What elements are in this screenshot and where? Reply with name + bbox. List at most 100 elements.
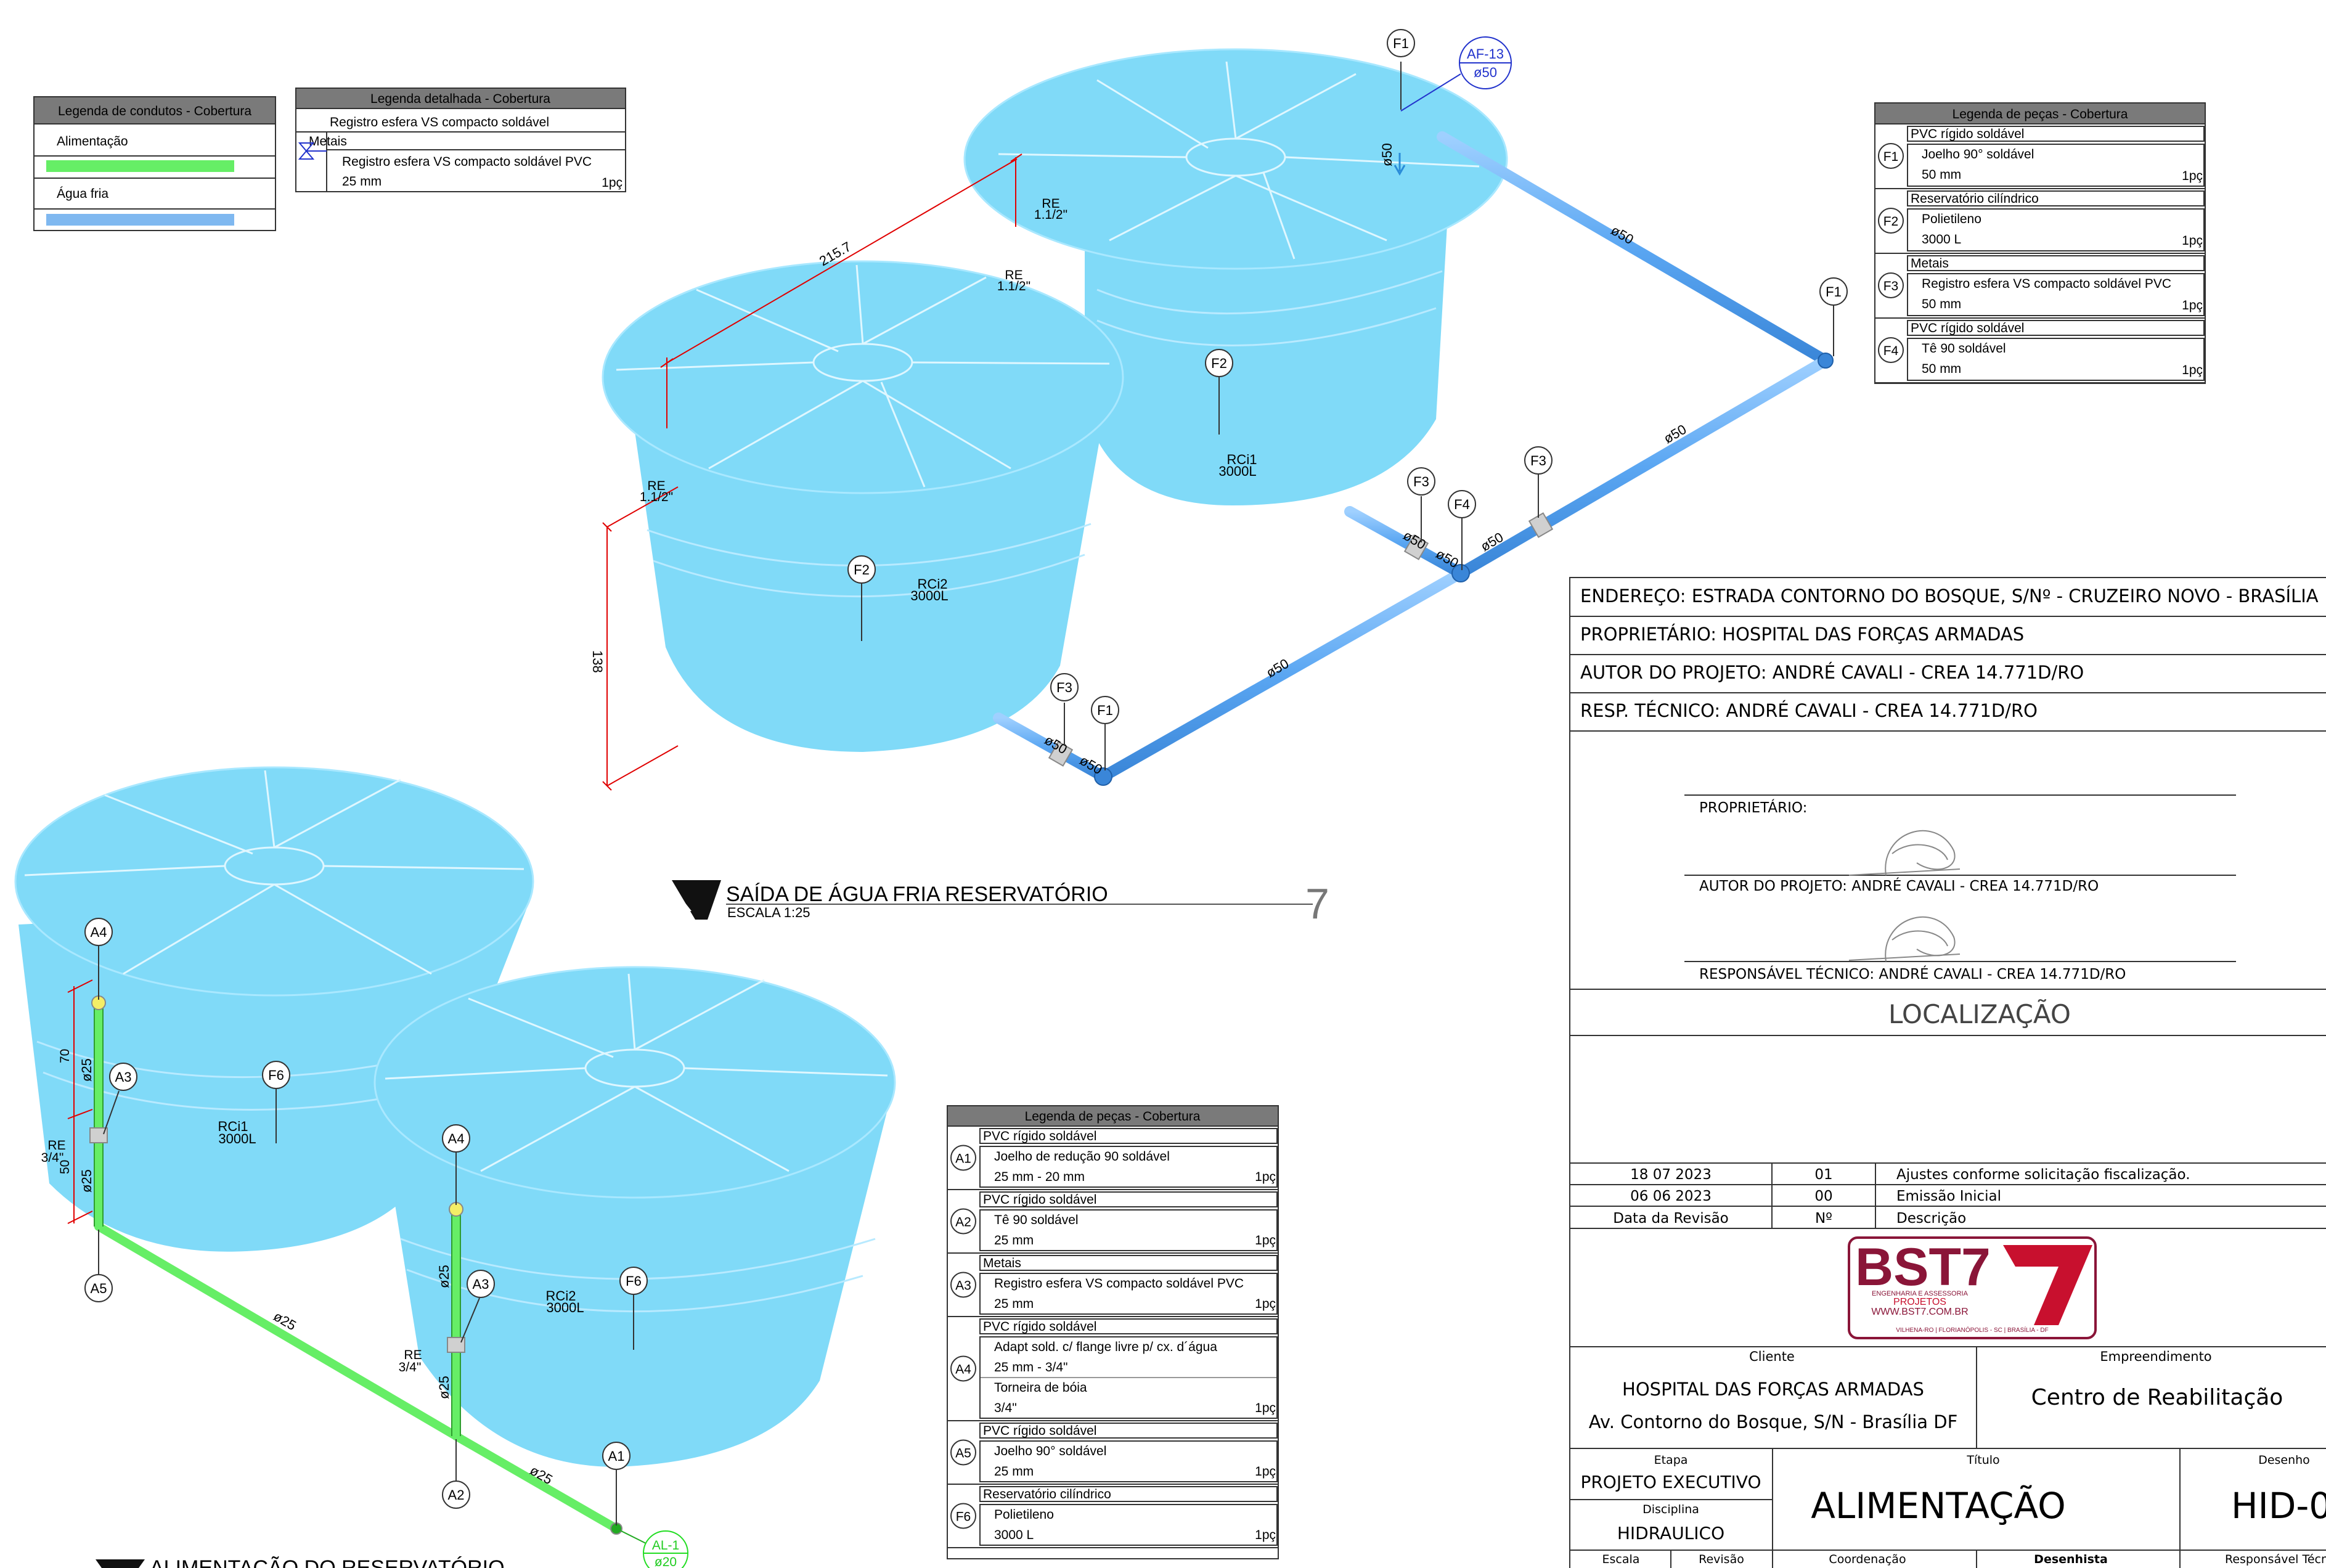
- part-line: 3/4": [994, 1401, 1017, 1415]
- re-size: 1.1/2": [1034, 208, 1067, 222]
- revisao-label: Revisão: [1699, 1553, 1744, 1566]
- part-tag-circle: [950, 1145, 976, 1171]
- rev-header-num: Nº: [1815, 1211, 1832, 1227]
- part-tag-circle: [1878, 208, 1904, 234]
- legend-swatch-agua-fria: [46, 214, 234, 226]
- dimension-lines-top: [602, 153, 1022, 791]
- part-line: Torneira de bóia: [994, 1381, 1087, 1395]
- part-qty: 1pç: [1255, 1528, 1276, 1542]
- part-group: Metais: [983, 1256, 1021, 1270]
- part-line: 25 mm: [994, 1233, 1034, 1247]
- rev-num: 00: [1814, 1188, 1832, 1204]
- re-labels-bottom: RE 3/4" RE 3/4": [41, 1138, 422, 1374]
- tb-localizacao: LOCALIZAÇÃO: [1888, 998, 2071, 1029]
- legend-conduits: Legenda de condutos - Cobertura Alimenta…: [33, 96, 276, 231]
- part-desc: Registro esfera VS compacto soldável PVC: [1922, 277, 2171, 291]
- signature-icon: [1848, 916, 1961, 962]
- part-line: Joelho de redução 90 soldável: [994, 1149, 1170, 1164]
- part-tag-circle: [1878, 337, 1904, 363]
- callout-tags-bottom: A4 A3 A5 F6 A4 A3 A2 F6 A1: [84, 918, 648, 1525]
- part-tag: F2: [1883, 214, 1899, 229]
- part-line: 25 mm - 3/4": [994, 1360, 1068, 1374]
- cold-water-piping-top: [993, 131, 1831, 782]
- legend-detailed-header: Registro esfera VS compacto soldável: [330, 115, 549, 129]
- part-qty: 1pç: [2182, 298, 2203, 312]
- part-qty: 1pç: [1255, 1233, 1276, 1247]
- coord-label: Coordenação: [1829, 1553, 1906, 1566]
- callout-f1: F1: [1393, 36, 1409, 51]
- callout-f3: F3: [1413, 474, 1429, 489]
- part-tag: A1: [955, 1152, 971, 1166]
- drawing-title: ALIMENTAÇÃO DO RESERVATÓRIO: [150, 1556, 505, 1568]
- titulo-value: ALIMENTAÇÃO: [1811, 1484, 2066, 1527]
- re-size: 3/4": [399, 1360, 422, 1374]
- legend-detailed-qty: 1pç: [602, 176, 622, 190]
- titulo-label: Título: [1966, 1453, 1999, 1467]
- re-size: 3/4": [41, 1151, 64, 1165]
- legend-detailed-title: Legenda detalhada - Cobertura: [370, 92, 550, 106]
- drawing-scale: ESCALA 1:25: [727, 905, 810, 920]
- desenho-value: HID-0: [2231, 1485, 2326, 1527]
- tank-labels-top: RCi1 3000L RCi2 3000L: [910, 452, 1257, 603]
- part-qty: 1pç: [2182, 363, 2203, 377]
- tank-name: RCi1: [218, 1119, 248, 1134]
- pipe-label: ø25: [79, 1169, 94, 1193]
- part-tag: A4: [955, 1363, 971, 1377]
- part-group: Reservatório cilíndrico: [1911, 192, 2039, 206]
- dimension-label: 50: [58, 1160, 72, 1174]
- tb-autor: AUTOR DO PROJETO: ANDRÉ CAVALI - CREA 14…: [1580, 662, 2084, 683]
- part-qty: 1pç: [2182, 234, 2203, 248]
- callout-f2: F2: [1211, 356, 1227, 371]
- etapa-value: PROJETO EXECUTIVO: [1580, 1472, 1761, 1492]
- legend-detailed-size: 25 mm: [342, 174, 382, 189]
- part-qty: 1pç: [1255, 1170, 1276, 1184]
- part-tag-circle: [1878, 272, 1904, 298]
- callout-f4: F4: [1454, 497, 1470, 512]
- part-desc: Polietileno: [1922, 212, 1981, 226]
- part-qty: 1pç: [1255, 1297, 1276, 1311]
- resp-tec-label: Responsável Técn: [2225, 1553, 2326, 1566]
- re-label: RE: [404, 1348, 422, 1362]
- callout-f2: F2: [854, 562, 870, 578]
- re-label: RE: [47, 1138, 65, 1153]
- legend-swatch-alimentacao: [46, 160, 234, 172]
- part-line: Joelho 90° soldável: [994, 1444, 1106, 1458]
- part-tag: F1: [1883, 150, 1899, 164]
- supply-pipe-outline: [94, 1002, 461, 1436]
- part-tag: A2: [955, 1215, 971, 1230]
- empreend-label: Empreendimento: [2100, 1349, 2211, 1364]
- logo-line2: PROJETOS: [1893, 1297, 1946, 1307]
- part-tag: F3: [1883, 279, 1899, 293]
- part-qty: 1pç: [1255, 1464, 1276, 1479]
- rev-desc: Emissão Inicial: [1896, 1188, 2001, 1204]
- part-tag: F6: [956, 1510, 971, 1524]
- logo-name: BST7: [1855, 1238, 1991, 1297]
- part-line: 25 mm - 20 mm: [994, 1170, 1085, 1184]
- tank-rci1-top: [963, 48, 1508, 505]
- disciplina-value: HIDRAULICO: [1617, 1523, 1724, 1543]
- riser-tag-af13-dia: ø50: [1474, 65, 1497, 80]
- rev-header-desc: Descrição: [1896, 1211, 1966, 1227]
- dimension-lines-bottom: [67, 979, 93, 1224]
- part-tag-circle: [950, 1503, 976, 1529]
- callout-f1: F1: [1097, 703, 1113, 718]
- part-tag: F4: [1883, 344, 1899, 358]
- tb-endereco: ENDEREÇO: ESTRADA CONTORNO DO BOSQUE, S/…: [1580, 586, 2319, 606]
- part-line: 25 mm: [994, 1297, 1034, 1311]
- drawing-title-bottom: ALIMENTAÇÃO DO RESERVATÓRIO: [96, 1556, 505, 1568]
- tank-name: RCi2: [918, 576, 948, 592]
- tank-capacity: 3000L: [1218, 463, 1256, 479]
- part-qty: 1pç: [2182, 169, 2203, 183]
- signature-icon: [1848, 830, 1961, 876]
- tb-proprietario: PROPRIETÁRIO: HOSPITAL DAS FORÇAS ARMADA…: [1580, 624, 2024, 645]
- dimension-label: 138: [590, 650, 605, 673]
- desenho-label: Desenho: [2258, 1453, 2310, 1467]
- callout-f6: F6: [626, 1273, 642, 1289]
- legend-parts-bottom-title: Legenda de peças - Cobertura: [1025, 1109, 1201, 1124]
- part-desc: Tê 90 soldável: [1922, 341, 2006, 356]
- riser-tag-al1-name: AL-1: [652, 1538, 679, 1553]
- riser-tag-af13-name: AF-13: [1467, 46, 1504, 62]
- pipe-fittings-top: [1048, 353, 1834, 786]
- logo-url: WWW.BST7.COM.BR: [1871, 1307, 1968, 1317]
